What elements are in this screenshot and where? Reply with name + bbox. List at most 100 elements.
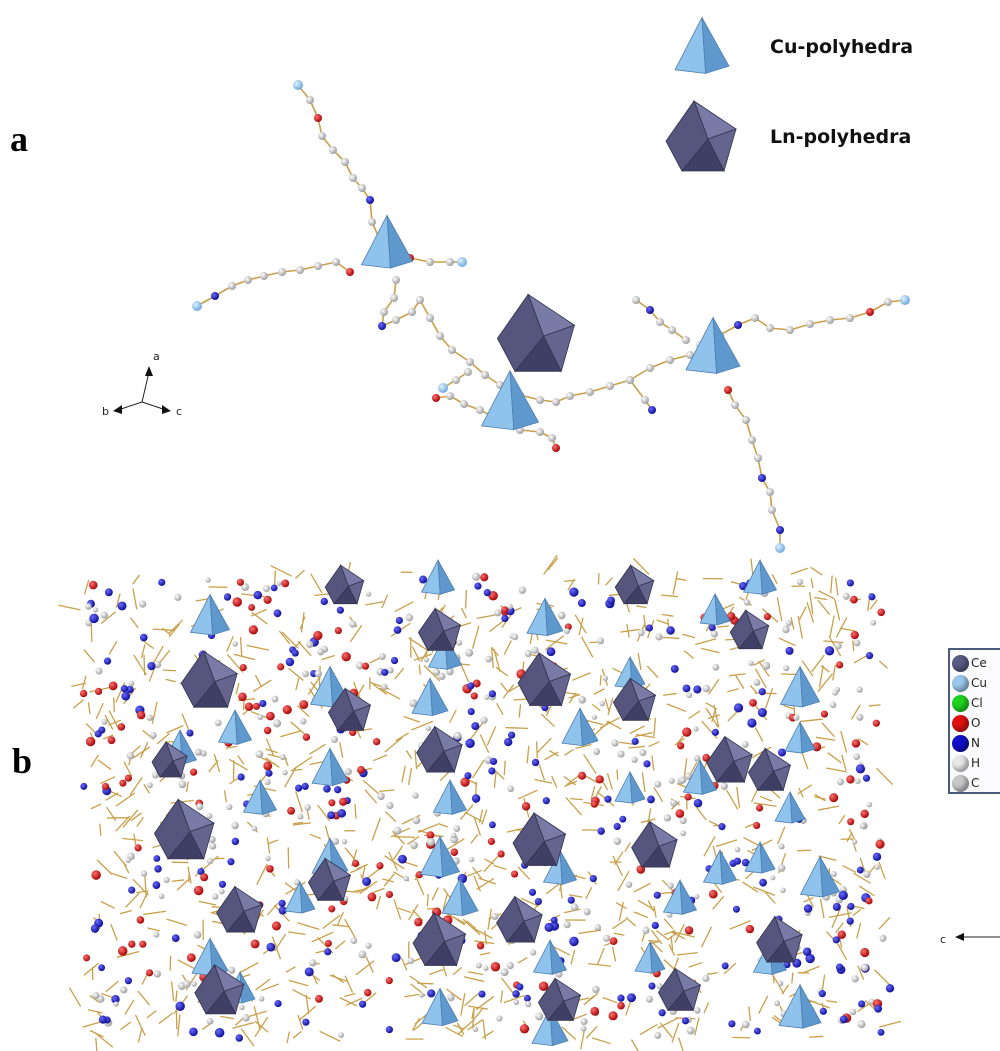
cu-polyhedron — [744, 840, 776, 874]
atom-n — [235, 1034, 244, 1042]
bond — [467, 1019, 483, 1031]
cu-polyhedron-face — [759, 841, 776, 874]
atom-c — [860, 963, 869, 972]
atom-c — [524, 649, 532, 658]
bond — [115, 815, 131, 832]
bond — [445, 1026, 464, 1037]
bond — [683, 650, 695, 660]
atom-n — [785, 646, 794, 655]
atom-n — [648, 406, 656, 414]
atom-c — [777, 980, 784, 987]
bond — [239, 962, 259, 974]
atom-n — [274, 999, 282, 1008]
bond — [364, 992, 377, 1003]
atom-o — [829, 793, 839, 803]
atom-o — [91, 870, 101, 880]
bond — [122, 861, 130, 874]
atom-c — [258, 996, 265, 1002]
ln-polyhedron — [324, 564, 365, 605]
atom-n — [531, 758, 540, 767]
atom-o — [248, 625, 258, 635]
atom-n — [619, 815, 627, 823]
atom-c — [456, 640, 463, 646]
bond — [409, 975, 428, 989]
atom-c — [785, 620, 792, 627]
atom-n — [98, 964, 106, 972]
bond — [764, 688, 774, 710]
cu-polyhedron — [784, 720, 816, 754]
bond — [596, 947, 605, 966]
atom-n — [103, 657, 112, 665]
bond — [641, 772, 646, 793]
bond — [365, 601, 384, 606]
legend-ln-polyhedron-icon — [665, 99, 737, 173]
bond — [616, 769, 619, 780]
bond — [371, 887, 385, 894]
bond — [637, 653, 642, 671]
atom-c — [513, 999, 520, 1005]
bond — [181, 713, 190, 730]
ln-polyhedron-face — [324, 564, 349, 605]
cu-polyhedron-face — [480, 369, 515, 431]
bond — [578, 617, 584, 636]
cu-polyhedron-face — [459, 878, 479, 917]
bond — [309, 833, 321, 840]
ln-polyhedron-face — [665, 100, 709, 172]
atom-c — [464, 368, 472, 376]
bond — [408, 904, 419, 921]
atom-c — [641, 396, 649, 404]
atom-o — [263, 595, 272, 604]
atom-c — [205, 577, 211, 583]
bond — [814, 793, 826, 802]
bond — [568, 693, 581, 699]
bond — [811, 654, 825, 673]
cu-polyhedron-face — [784, 720, 803, 754]
bond — [587, 962, 612, 967]
cu-polyhedron-face — [259, 780, 278, 815]
bond — [288, 931, 306, 936]
atom-c — [365, 942, 372, 949]
bond — [835, 577, 839, 596]
bond — [707, 714, 721, 720]
bond — [618, 901, 624, 921]
bond — [144, 876, 147, 898]
bond — [292, 988, 311, 1000]
atom-c — [606, 382, 614, 390]
atom-o — [314, 114, 322, 122]
cu-polyhedron-face — [532, 938, 553, 975]
bond — [120, 1021, 132, 1031]
bond — [736, 786, 741, 808]
bond — [142, 640, 155, 650]
atom-n — [643, 760, 651, 768]
bond — [672, 931, 695, 938]
bond — [840, 838, 853, 841]
atom-c — [491, 912, 499, 921]
atom-c — [453, 731, 462, 740]
bond — [810, 566, 823, 576]
cu-polyhedron-face — [360, 213, 391, 269]
atom-c — [753, 679, 761, 686]
bond — [541, 713, 555, 728]
bond — [817, 599, 831, 616]
bond — [208, 760, 219, 773]
atom-c — [432, 668, 441, 676]
bond — [639, 1023, 658, 1036]
atom-c — [645, 995, 654, 1003]
cu-polyhedron-face — [799, 666, 821, 708]
atom-c — [314, 262, 322, 270]
bond — [100, 900, 116, 909]
bond — [500, 977, 515, 996]
atom-n — [693, 798, 703, 808]
atom-n — [427, 989, 436, 998]
atom-c — [830, 870, 837, 877]
atom-c — [591, 714, 598, 720]
ln-polyhedron-face — [496, 895, 525, 943]
atom-c — [507, 785, 515, 793]
bond — [256, 863, 268, 885]
atom-n — [666, 626, 675, 635]
bond — [252, 679, 272, 693]
ln-polyhedron — [416, 725, 463, 774]
atom-o — [851, 739, 861, 748]
bond — [690, 761, 698, 774]
